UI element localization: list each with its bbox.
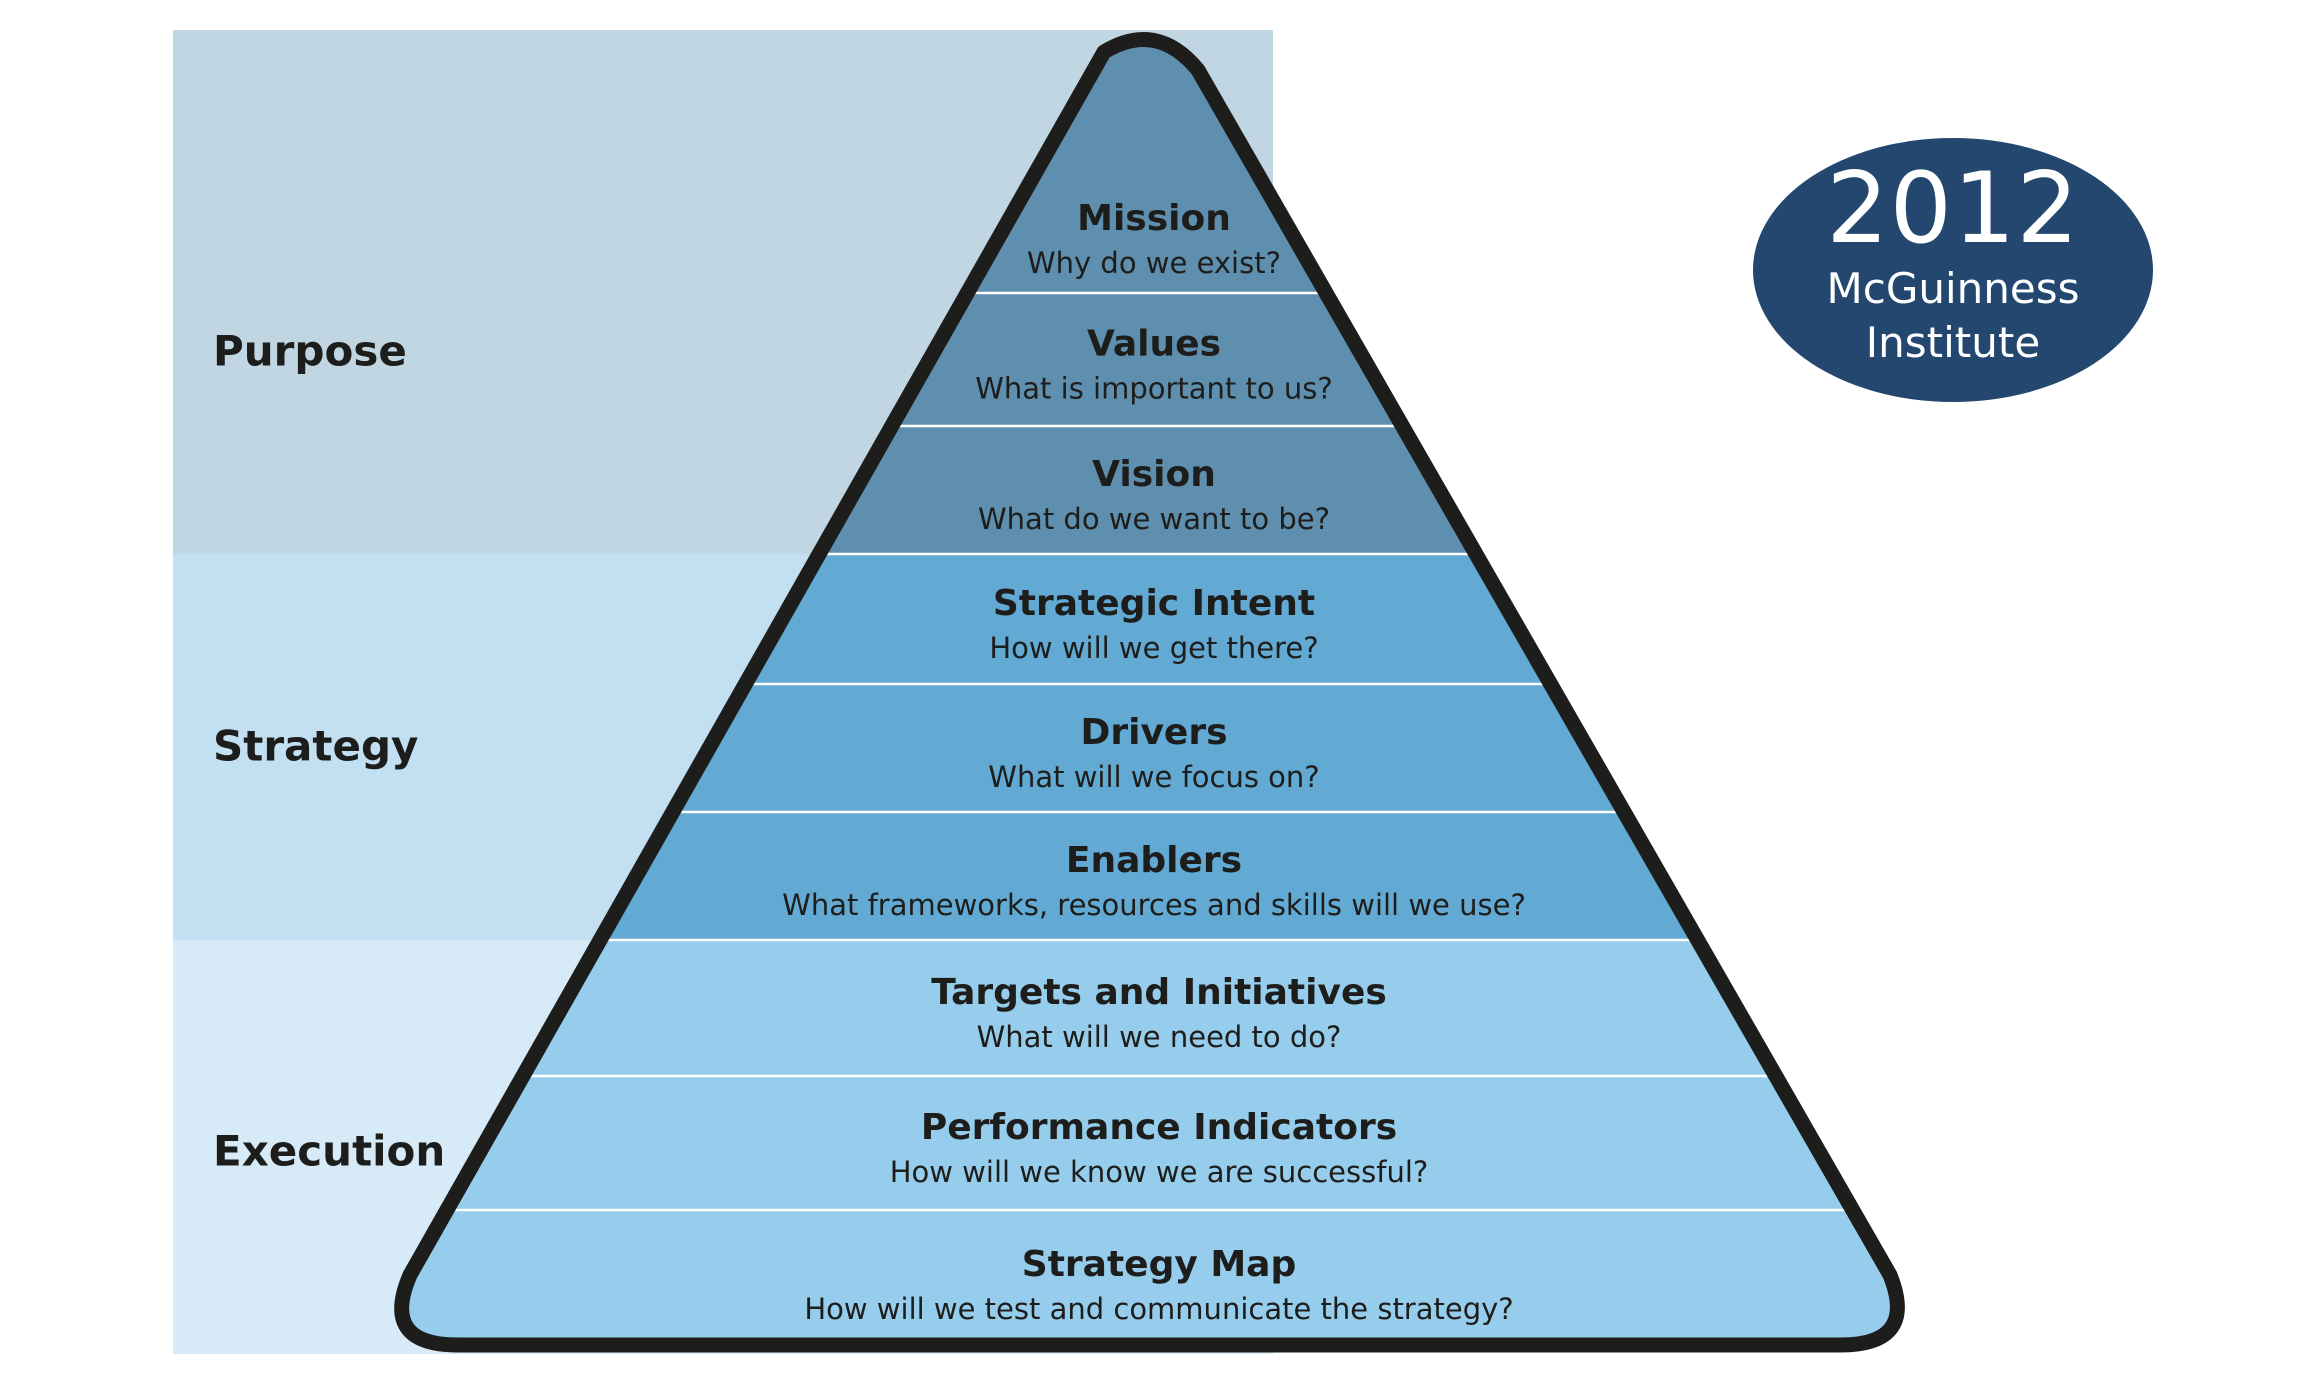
layer-title: Targets and Initiatives xyxy=(931,972,1387,1013)
badge-org-line2: Institute xyxy=(1865,318,2041,367)
layer-title: Drivers xyxy=(1080,712,1227,753)
pyramid-layer-strategy-map xyxy=(401,1210,1898,1345)
layer-question: What frameworks, resources and skills wi… xyxy=(782,888,1526,922)
pyramid-layer-targets-and-initiatives xyxy=(401,940,1898,1076)
layer-question: How will we know we are successful? xyxy=(890,1155,1429,1189)
band-label-strategy: Strategy xyxy=(213,721,419,771)
badge-year: 2012 xyxy=(1826,152,2080,266)
layer-title: Mission xyxy=(1077,198,1231,239)
layer-question: What do we want to be? xyxy=(978,502,1330,536)
layer-title: Strategic Intent xyxy=(993,583,1315,624)
layer-question: What will we need to do? xyxy=(977,1020,1342,1054)
layer-question: What will we focus on? xyxy=(988,760,1319,794)
badge-org-line1: McGuinness xyxy=(1826,264,2080,313)
layer-title: Strategy Map xyxy=(1022,1244,1296,1285)
layer-question: How will we test and communicate the str… xyxy=(804,1292,1513,1326)
layer-question: What is important to us? xyxy=(975,372,1333,406)
mcguinness-badge: 2012 McGuinness Institute xyxy=(1753,138,2153,402)
layer-title: Vision xyxy=(1092,454,1216,495)
badge-org: McGuinness Institute xyxy=(1753,262,2153,370)
pyramid-outline xyxy=(394,32,1905,1353)
layer-question: Why do we exist? xyxy=(1027,246,1281,280)
layer-title: Values xyxy=(1087,324,1221,365)
layer-question: How will we get there? xyxy=(989,631,1318,665)
pyramid-layer-performance-indicators xyxy=(401,1076,1898,1210)
band-label-purpose: Purpose xyxy=(213,326,407,376)
layer-title: Enablers xyxy=(1066,840,1242,881)
band-label-execution: Execution xyxy=(213,1126,446,1176)
layer-title: Performance Indicators xyxy=(921,1107,1397,1148)
